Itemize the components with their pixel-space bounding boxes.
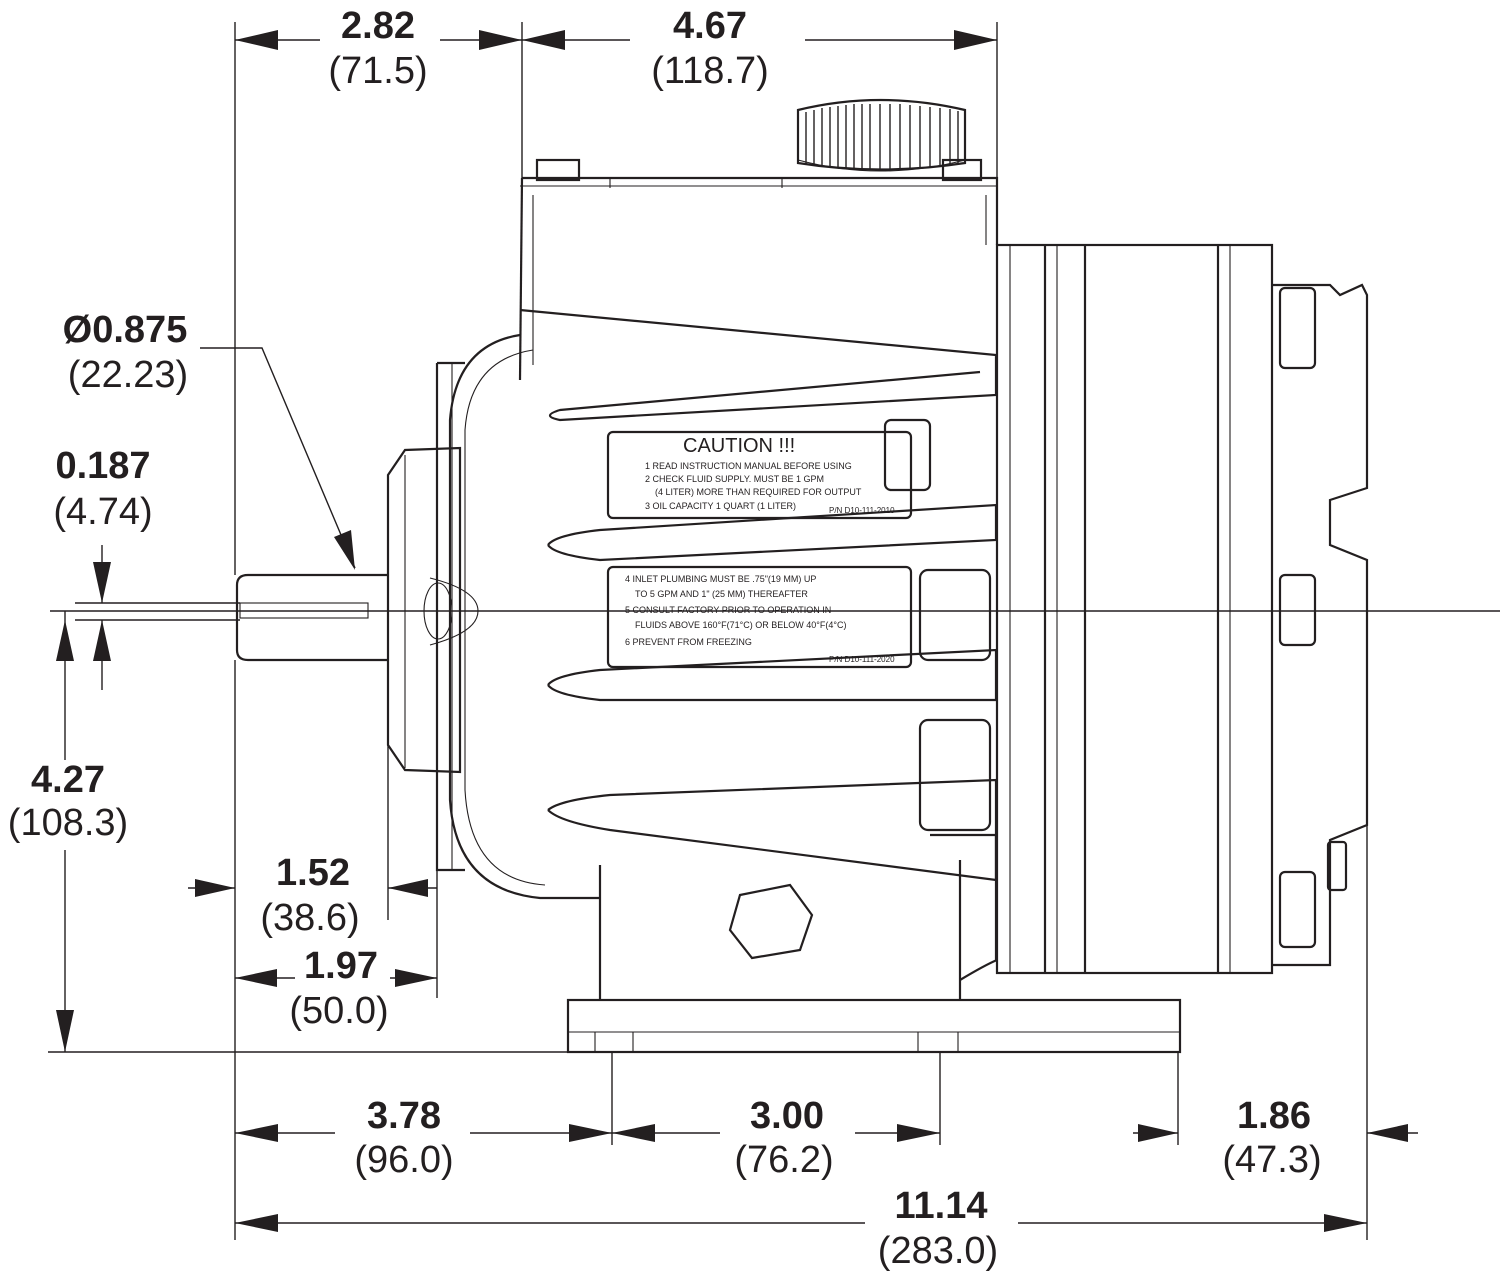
dim-flange-offset-value: 1.97 [304, 945, 378, 987]
caution-title: CAUTION !!! [683, 435, 795, 457]
caution-part-number: P/N D10-111-2010 [829, 506, 895, 515]
dim-top-right-metric: (118.7) [651, 50, 769, 92]
caution-label: CAUTION !!! 1 READ INSTRUCTION MANUAL BE… [606, 430, 913, 520]
info-line-5: 6 PREVENT FROM FREEZING [625, 637, 752, 647]
extension-lines [48, 22, 1500, 1240]
caution-line-1: 1 READ INSTRUCTION MANUAL BEFORE USING [645, 461, 852, 471]
info-line-1: 4 INLET PLUMBING MUST BE .75"(19 MM) UP [625, 574, 816, 584]
info-line-3: 5 CONSULT FACTORY PRIOR TO OPERATION IN [625, 605, 831, 615]
info-line-4: FLUIDS ABOVE 160°F(71°C) OR BELOW 40°F(4… [635, 620, 846, 630]
dimension-lines [56, 30, 1418, 1232]
info-part-number: P/N D10-111-2020 [829, 655, 895, 664]
caution-line-3: (4 LITER) MORE THAN REQUIRED FOR OUTPUT [655, 487, 862, 497]
dim-key-width-metric: (4.74) [53, 491, 152, 533]
cap-knurl [805, 104, 959, 170]
caution-line-4: 3 OIL CAPACITY 1 QUART (1 LITER) [645, 501, 796, 511]
dim-base-left-metric: (96.0) [354, 1139, 453, 1181]
dimension-labels: 2.82 (71.5) 4.67 (118.7) Ø0.875 (22.23) … [8, 5, 1322, 1272]
dim-shaft-len-metric: (38.6) [260, 897, 359, 939]
dim-base-right-metric: (47.3) [1222, 1139, 1321, 1181]
dim-key-width-value: 0.187 [55, 445, 150, 487]
dim-base-mid-metric: (76.2) [734, 1139, 833, 1181]
info-line-2: TO 5 GPM AND 1" (25 MM) THEREAFTER [635, 589, 808, 599]
dim-base-left-value: 3.78 [367, 1095, 441, 1137]
dim-top-left-metric: (71.5) [328, 50, 427, 92]
dim-shaft-len-value: 1.52 [276, 852, 350, 894]
dim-base-right-value: 1.86 [1237, 1095, 1311, 1137]
dim-shaft-height-value: 4.27 [31, 759, 105, 801]
dim-flange-offset-metric: (50.0) [289, 990, 388, 1032]
dim-overall-metric: (283.0) [878, 1230, 998, 1272]
info-label: 4 INLET PLUMBING MUST BE .75"(19 MM) UP … [606, 565, 913, 669]
dim-top-left-value: 2.82 [341, 5, 415, 47]
dim-shaft-dia-metric: (22.23) [68, 354, 188, 396]
caution-line-2: 2 CHECK FLUID SUPPLY. MUST BE 1 GPM [645, 474, 824, 484]
dim-base-mid-value: 3.00 [750, 1095, 824, 1137]
dim-overall-value: 11.14 [895, 1185, 988, 1227]
dim-top-right-value: 4.67 [673, 5, 747, 47]
pump-outline [235, 98, 1369, 1054]
dim-shaft-height-metric: (108.3) [8, 802, 128, 844]
dim-shaft-dia-value: Ø0.875 [63, 309, 188, 351]
